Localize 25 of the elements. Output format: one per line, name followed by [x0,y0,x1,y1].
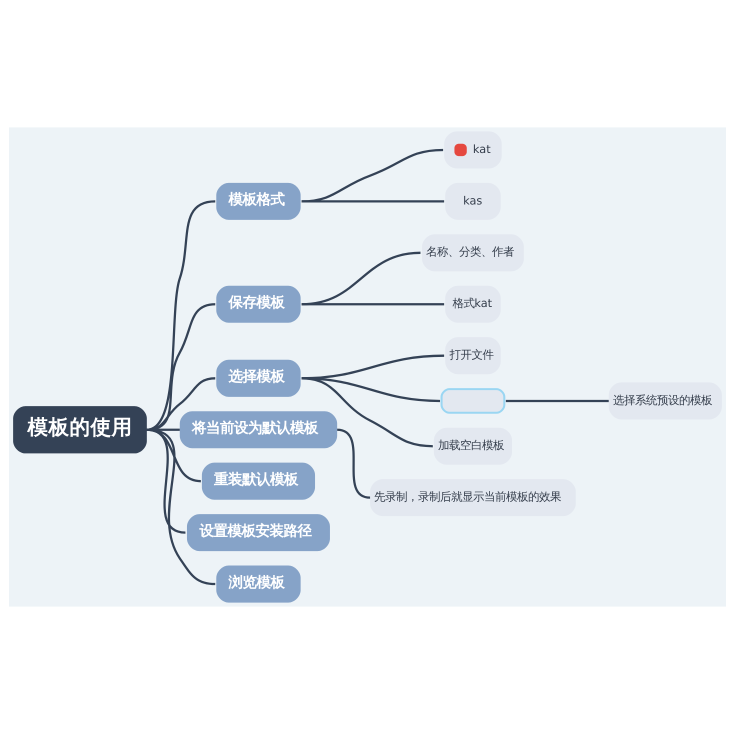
connector [301,148,443,203]
node-box: 模板的使用 [12,406,146,454]
node-box [440,388,505,414]
node-box: 先录制，录制后就显示当前模板的效果 [370,479,576,516]
connector [301,303,444,306]
node-box: 选择系统预设的模板 [608,382,722,420]
node-box: kas [444,182,500,220]
node-box: kat [444,131,502,168]
connector [301,200,444,203]
node-box: 名称、分类、作者 [422,234,524,272]
node-box: 加载空白模板 [433,428,512,465]
node-box: 将当前设为默认模板 [179,411,337,448]
node-box: 模板格式 [216,182,300,220]
connector [146,428,215,586]
node-box: 格式kat [444,286,500,323]
connector [301,377,440,402]
connector [505,400,608,402]
node-box: 选择模板 [216,360,300,397]
node-box: 重装默认模板 [201,462,315,500]
node-box: 保存模板 [216,286,300,323]
connector [336,428,370,499]
node-box: 浏览模板 [216,566,300,603]
node-box: 打开文件 [444,337,500,374]
node-box: 设置模板安装路径 [186,514,330,552]
connector [301,377,432,448]
